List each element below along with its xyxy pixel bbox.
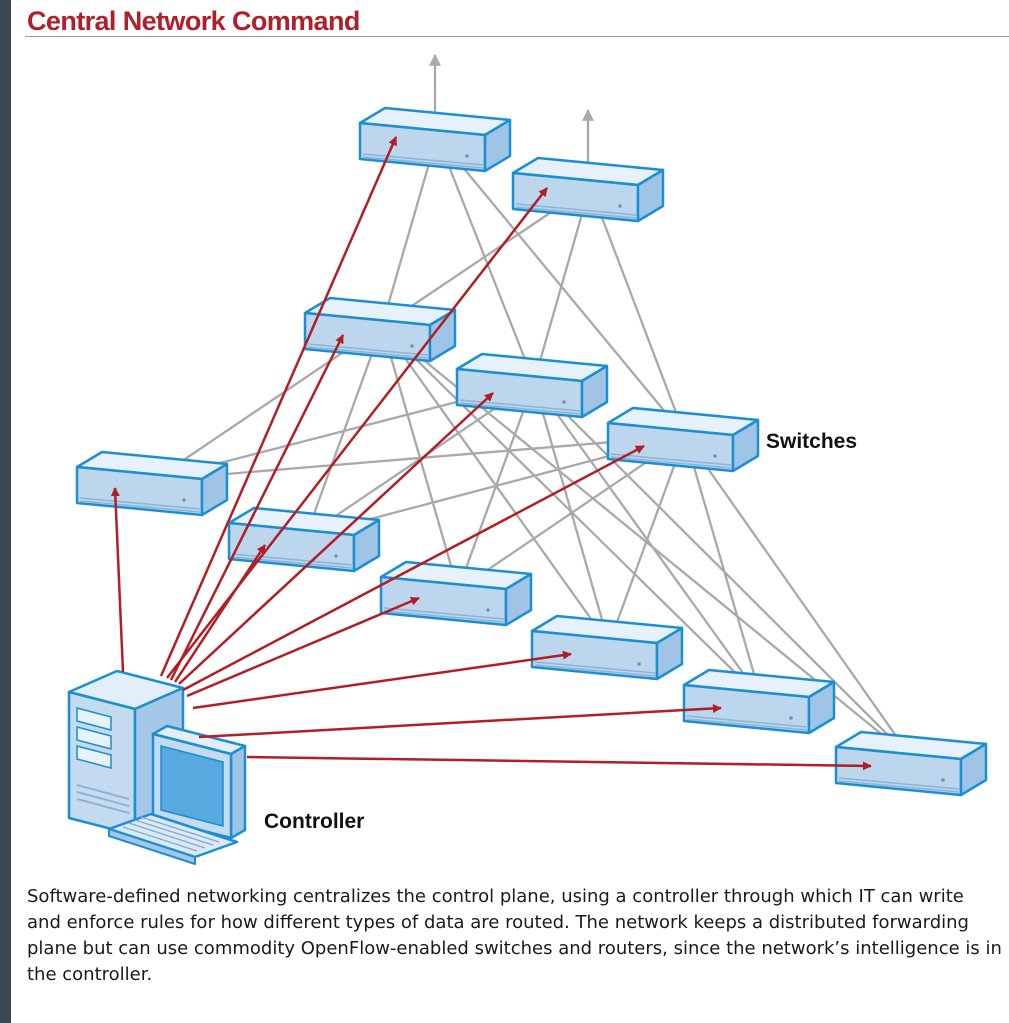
figure-panel: Central Network Command <box>11 0 1009 1023</box>
control-arrow <box>178 392 494 685</box>
control-arrow <box>173 544 267 683</box>
switches-label: Switches <box>766 430 857 453</box>
data-link-line <box>532 185 592 383</box>
switch-icon <box>303 296 457 363</box>
control-arrow <box>182 444 645 692</box>
control-arrow <box>246 755 872 771</box>
switch-icon <box>455 352 609 419</box>
controller-label: Controller <box>264 810 364 833</box>
data-link-line <box>607 435 687 645</box>
data-link-line <box>380 135 439 327</box>
control-arrow <box>198 703 722 739</box>
title-divider <box>25 36 1009 37</box>
control-plane-arrows <box>110 136 872 771</box>
data-link-line <box>683 435 763 699</box>
control-arrow <box>159 136 398 677</box>
figure-caption: Software-defined networking centralizes … <box>27 886 1002 985</box>
switch-icon <box>511 156 665 223</box>
data-link-line <box>435 135 536 383</box>
switch-icon <box>834 730 988 797</box>
switch-icon <box>75 450 229 517</box>
switch-icon <box>682 668 836 735</box>
data-link-line <box>684 435 914 761</box>
switch-icon <box>379 560 533 627</box>
control-arrow <box>186 596 420 698</box>
switch-icon <box>530 614 684 681</box>
figure-title: Central Network Command <box>27 6 360 36</box>
switch-icon <box>358 106 512 173</box>
control-arrow <box>192 650 572 710</box>
control-arrow <box>110 487 125 673</box>
control-arrow <box>169 334 345 681</box>
data-link-line <box>588 185 687 437</box>
switch-icon <box>606 406 760 473</box>
network-diagram: Switches Controller <box>67 53 988 865</box>
data-link-line <box>153 434 686 482</box>
controller-computer-icon <box>67 669 247 865</box>
